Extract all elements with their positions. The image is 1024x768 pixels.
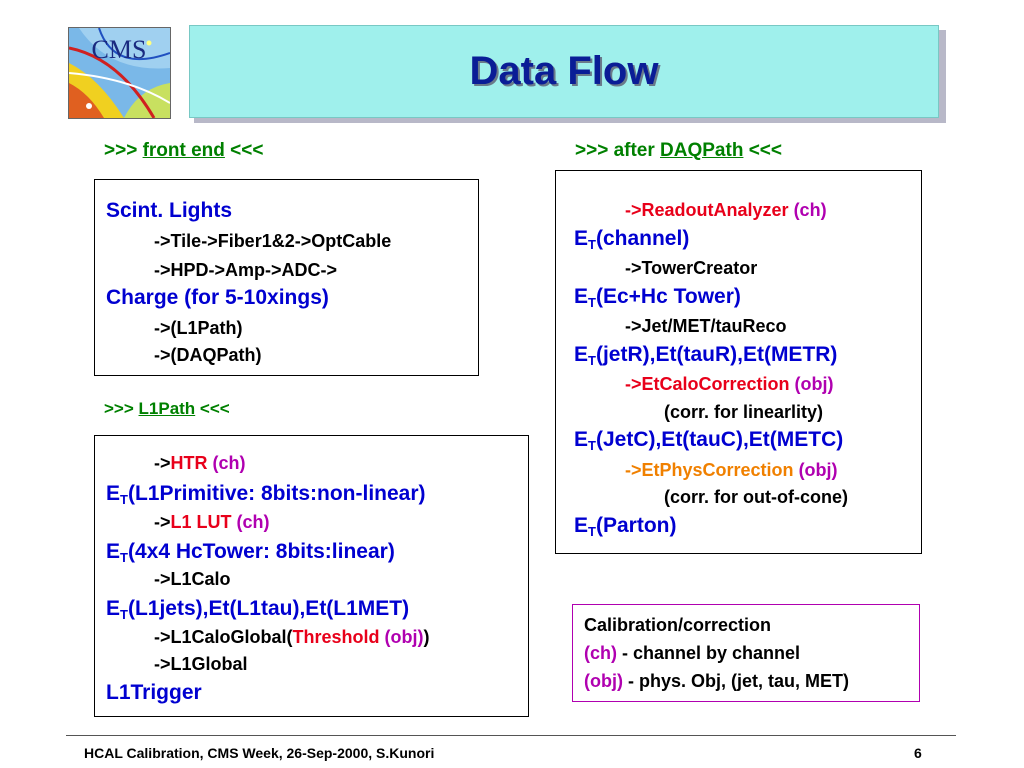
l1path-lut-line: ->L1 LUT (ch) bbox=[154, 512, 270, 532]
l1path-link[interactable]: L1Path bbox=[138, 399, 196, 418]
daq-jetmet-line: ->Jet/MET/tauReco bbox=[625, 316, 787, 336]
l1path-global-line: ->L1CaloGlobal(Threshold (obj)) bbox=[154, 627, 430, 647]
daq-physcorr-note: (corr. for out-of-cone) bbox=[664, 487, 848, 507]
daqpath-link[interactable]: DAQPath bbox=[660, 140, 744, 161]
daqpath-box: ->ReadoutAnalyzer (ch) ET(channel) ->Tow… bbox=[555, 170, 922, 554]
daq-et-line: ET(channel) bbox=[574, 227, 690, 252]
daq-et-line: ET(Parton) bbox=[574, 514, 677, 539]
daq-physcorr-line: ->EtPhysCorrection (obj) bbox=[625, 460, 838, 480]
daqpath-suffix: <<< bbox=[743, 140, 783, 161]
page-number: 6 bbox=[914, 745, 922, 761]
front-end-link[interactable]: front end bbox=[142, 140, 225, 161]
front-end-line: ->Tile->Fiber1&2->OptCable bbox=[154, 231, 392, 251]
l1path-box: ->HTR (ch) ET(L1Primitive: 8bits:non-lin… bbox=[94, 435, 529, 717]
l1path-et-line: ET(4x4 HcTower: 8bits:linear) bbox=[106, 540, 395, 565]
footer-text: HCAL Calibration, CMS Week, 26-Sep-2000,… bbox=[84, 745, 435, 761]
l1path-l1global-line: ->L1Global bbox=[154, 654, 248, 674]
cms-logo-graphic: CMS bbox=[69, 28, 170, 118]
front-end-line: ->HPD->Amp->ADC-> bbox=[154, 260, 338, 280]
front-end-prefix: >>> bbox=[104, 140, 143, 161]
front-end-line: Charge (for 5-10xings) bbox=[106, 286, 329, 309]
front-end-suffix: <<< bbox=[224, 140, 264, 161]
legend-title: Calibration/correction bbox=[584, 615, 772, 635]
svg-text:CMS: CMS bbox=[92, 35, 147, 64]
daq-et-line: ET(jetR),Et(tauR),Et(METR) bbox=[574, 343, 838, 368]
daq-readout-line: ->ReadoutAnalyzer (ch) bbox=[625, 200, 827, 220]
front-end-line: ->(DAQPath) bbox=[154, 345, 262, 365]
daqpath-prefix: >>> after bbox=[575, 140, 661, 161]
l1path-header: >>> L1Path <<< bbox=[104, 399, 230, 419]
front-end-box: Scint. Lights ->Tile->Fiber1&2->OptCable… bbox=[94, 179, 479, 376]
title-banner: Data Flow bbox=[189, 25, 939, 118]
footer-divider bbox=[66, 735, 956, 736]
front-end-line: ->(L1Path) bbox=[154, 318, 243, 338]
l1path-et-line: ET(L1Primitive: 8bits:non-linear) bbox=[106, 482, 426, 507]
cms-logo: CMS bbox=[68, 27, 171, 119]
legend-obj-line: (obj) - phys. Obj, (jet, tau, MET) bbox=[584, 671, 849, 691]
l1path-l1calo-line: ->L1Calo bbox=[154, 569, 231, 589]
daq-tower-line: ->TowerCreator bbox=[625, 258, 758, 278]
l1path-suffix: <<< bbox=[195, 399, 230, 418]
front-end-header: >>> front end <<< bbox=[104, 140, 263, 162]
l1path-et-line: ET(L1jets),Et(L1tau),Et(L1MET) bbox=[106, 597, 410, 622]
daq-et-line: ET(Ec+Hc Tower) bbox=[574, 285, 741, 310]
calibration-legend: Calibration/correction (ch) - channel by… bbox=[572, 604, 920, 702]
l1path-htr-line: ->HTR (ch) bbox=[154, 453, 246, 473]
daq-calocorr-line: ->EtCaloCorrection (obj) bbox=[625, 374, 834, 394]
daq-et-line: ET(JetC),Et(tauC),Et(METC) bbox=[574, 428, 844, 453]
l1path-prefix: >>> bbox=[104, 399, 139, 418]
page-title: Data Flow bbox=[469, 49, 659, 93]
front-end-line: Scint. Lights bbox=[106, 199, 232, 222]
daqpath-header: >>> after DAQPath <<< bbox=[575, 140, 782, 162]
daq-calocorr-note: (corr. for linearlity) bbox=[664, 402, 824, 422]
l1path-trigger-line: L1Trigger bbox=[106, 681, 202, 704]
legend-ch-line: (ch) - channel by channel bbox=[584, 643, 801, 663]
